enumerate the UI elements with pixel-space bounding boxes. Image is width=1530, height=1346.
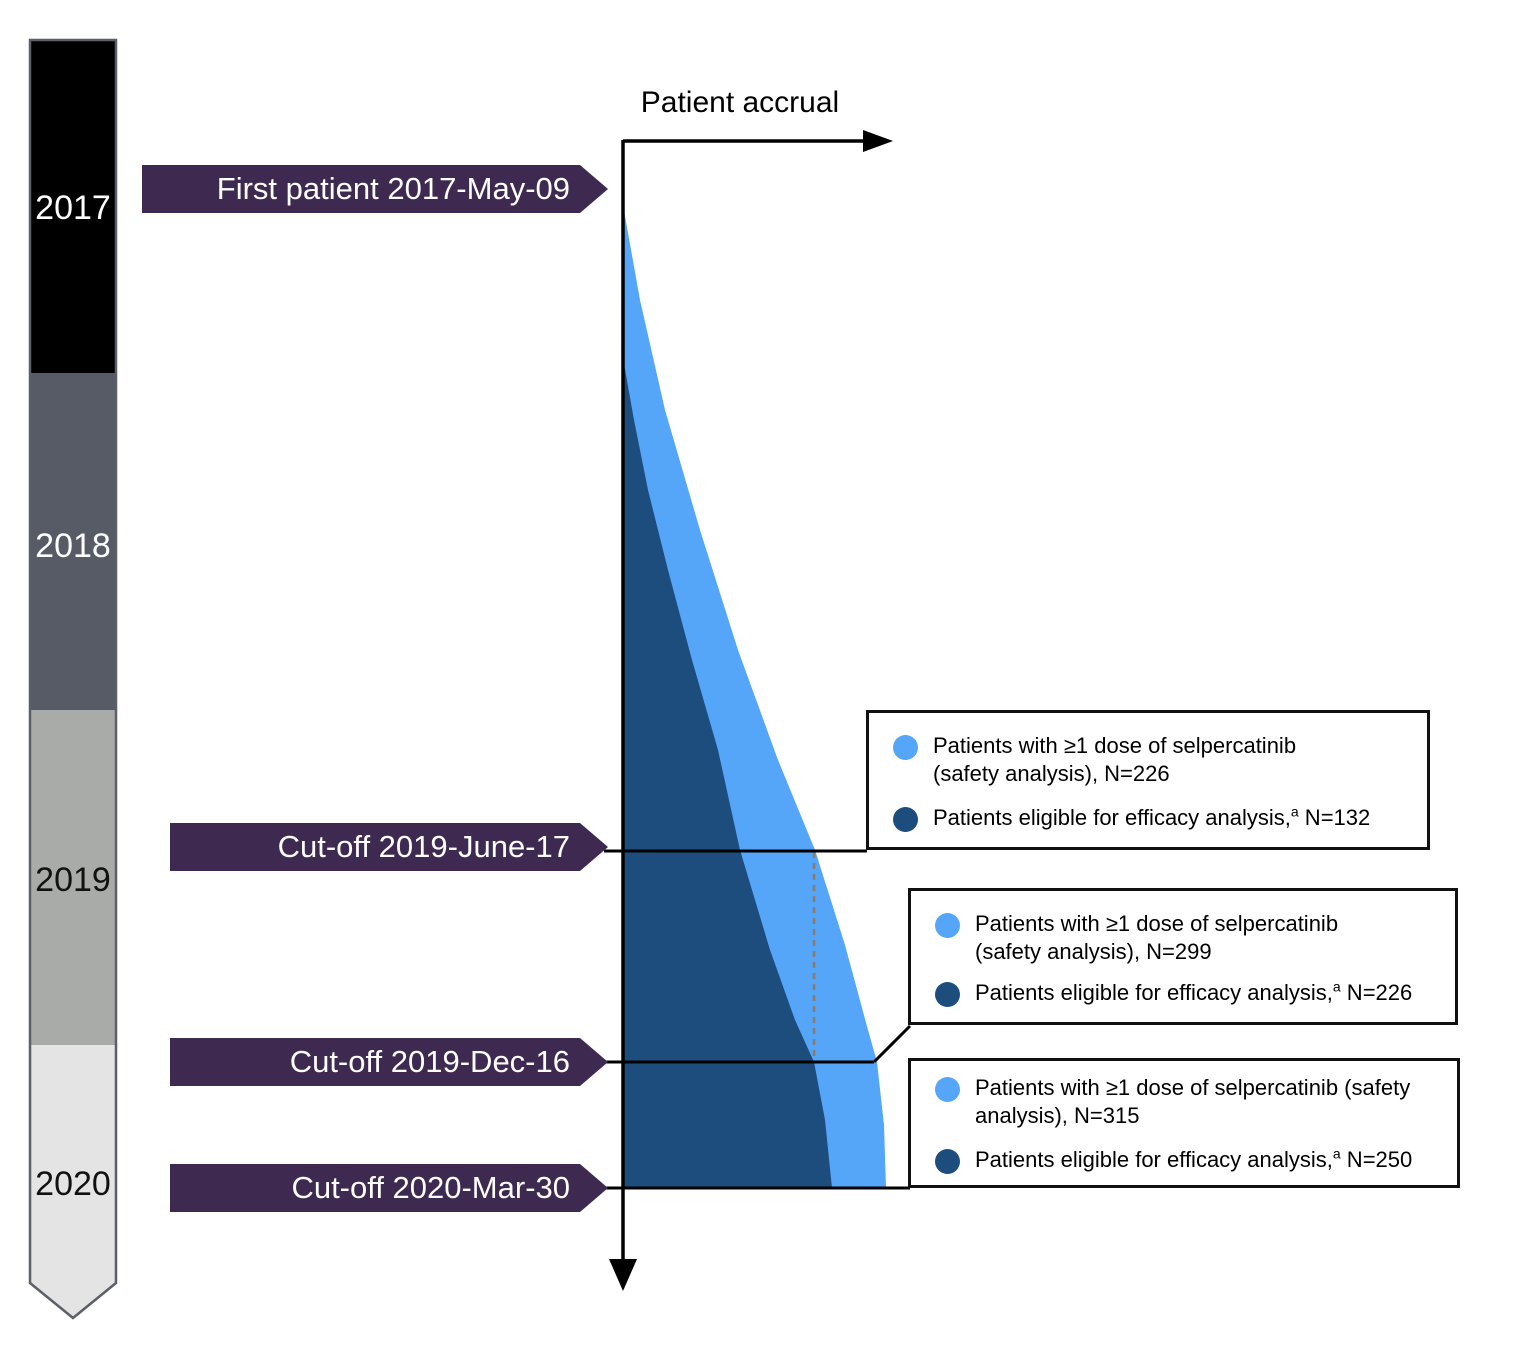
milestone-label: Cut-off 2019-June-17 <box>277 829 570 864</box>
milestone-banner-first-patient: First patient 2017-May-09 <box>142 165 608 213</box>
year-segment-2017 <box>30 40 116 373</box>
year-label-2018: 2018 <box>35 527 111 565</box>
legend-item-efficacy: Patients eligible for efficacy analysis,… <box>893 804 1413 832</box>
legend-item-safety: Patients with ≥1 dose of selpercatinib (… <box>893 732 1413 788</box>
legend-item-efficacy: Patients eligible for efficacy analysis,… <box>935 1146 1443 1174</box>
legend-text: Patients eligible for efficacy analysis,… <box>975 1146 1412 1174</box>
legend-item-safety: Patients with ≥1 dose of selpercatinib (… <box>935 910 1441 966</box>
year-segment-2020 <box>30 1045 116 1318</box>
legend-line: Patients eligible for efficacy analysis, <box>975 1147 1333 1172</box>
year-timeline-bar: 2017 2018 2019 2020 <box>28 38 118 1320</box>
milestone-banner-cutoff-mar: Cut-off 2020-Mar-30 <box>170 1164 608 1212</box>
legend-line: N=250 <box>1340 1147 1413 1172</box>
safety-dot-icon <box>893 735 918 760</box>
time-axis-arrowhead-icon <box>609 1259 637 1291</box>
legend-line: Patients with ≥1 dose of selpercatinib <box>933 733 1297 758</box>
year-segment-2018 <box>30 373 116 710</box>
legend-box-mar-cutoff: Patients with ≥1 dose of selpercatinib (… <box>908 1058 1460 1188</box>
year-label-2019: 2019 <box>35 861 111 899</box>
legend-text: Patients with ≥1 dose of selpercatinib (… <box>933 732 1296 788</box>
footnote-marker: a <box>1290 803 1299 820</box>
milestone-label: First patient 2017-May-09 <box>216 171 570 206</box>
milestone-banner-cutoff-dec: Cut-off 2019-Dec-16 <box>170 1038 608 1086</box>
connector-dec-cutoff-diagonal <box>872 1024 912 1064</box>
efficacy-accrual-area <box>623 358 832 1188</box>
legend-line: Patients eligible for efficacy analysis, <box>975 980 1333 1005</box>
efficacy-dot-icon <box>935 1149 960 1174</box>
chart-title: Patient accrual <box>640 86 840 119</box>
legend-box-june-cutoff: Patients with ≥1 dose of selpercatinib (… <box>866 710 1430 850</box>
legend-line: analysis), N=315 <box>975 1103 1140 1128</box>
safety-dot-icon <box>935 913 960 938</box>
safety-dot-icon <box>935 1077 960 1102</box>
footnote-marker: a <box>1332 1145 1341 1162</box>
legend-line: (safety analysis), N=226 <box>933 761 1170 786</box>
legend-line: N=226 <box>1340 980 1413 1005</box>
legend-text: Patients eligible for efficacy analysis,… <box>975 979 1412 1007</box>
year-label-2017: 2017 <box>35 189 111 227</box>
year-label-2020: 2020 <box>35 1165 111 1203</box>
legend-item-safety: Patients with ≥1 dose of selpercatinib (… <box>935 1074 1443 1130</box>
legend-item-efficacy: Patients eligible for efficacy analysis,… <box>935 979 1441 1007</box>
year-timeline-outline <box>28 38 118 1320</box>
legend-text: Patients eligible for efficacy analysis,… <box>933 804 1370 832</box>
legend-text: Patients with ≥1 dose of selpercatinib (… <box>975 910 1338 966</box>
legend-line: Patients with ≥1 dose of selpercatinib <box>975 911 1339 936</box>
milestone-label: Cut-off 2020-Mar-30 <box>291 1170 570 1205</box>
footnote-marker: a <box>1332 978 1341 995</box>
legend-text: Patients with ≥1 dose of selpercatinib (… <box>975 1074 1410 1130</box>
legend-line: N=132 <box>1298 805 1371 830</box>
milestone-label: Cut-off 2019-Dec-16 <box>289 1044 570 1079</box>
milestone-banner-cutoff-june: Cut-off 2019-June-17 <box>170 823 608 871</box>
legend-line: Patients eligible for efficacy analysis, <box>933 805 1291 830</box>
legend-line: (safety analysis), N=299 <box>975 939 1212 964</box>
legend-line: Patients with ≥1 dose of selpercatinib (… <box>975 1075 1411 1100</box>
efficacy-dot-icon <box>935 982 960 1007</box>
legend-box-dec-cutoff: Patients with ≥1 dose of selpercatinib (… <box>908 888 1458 1025</box>
x-axis-arrowhead-icon <box>863 130 893 152</box>
efficacy-dot-icon <box>893 807 918 832</box>
year-segment-2019 <box>30 710 116 1045</box>
